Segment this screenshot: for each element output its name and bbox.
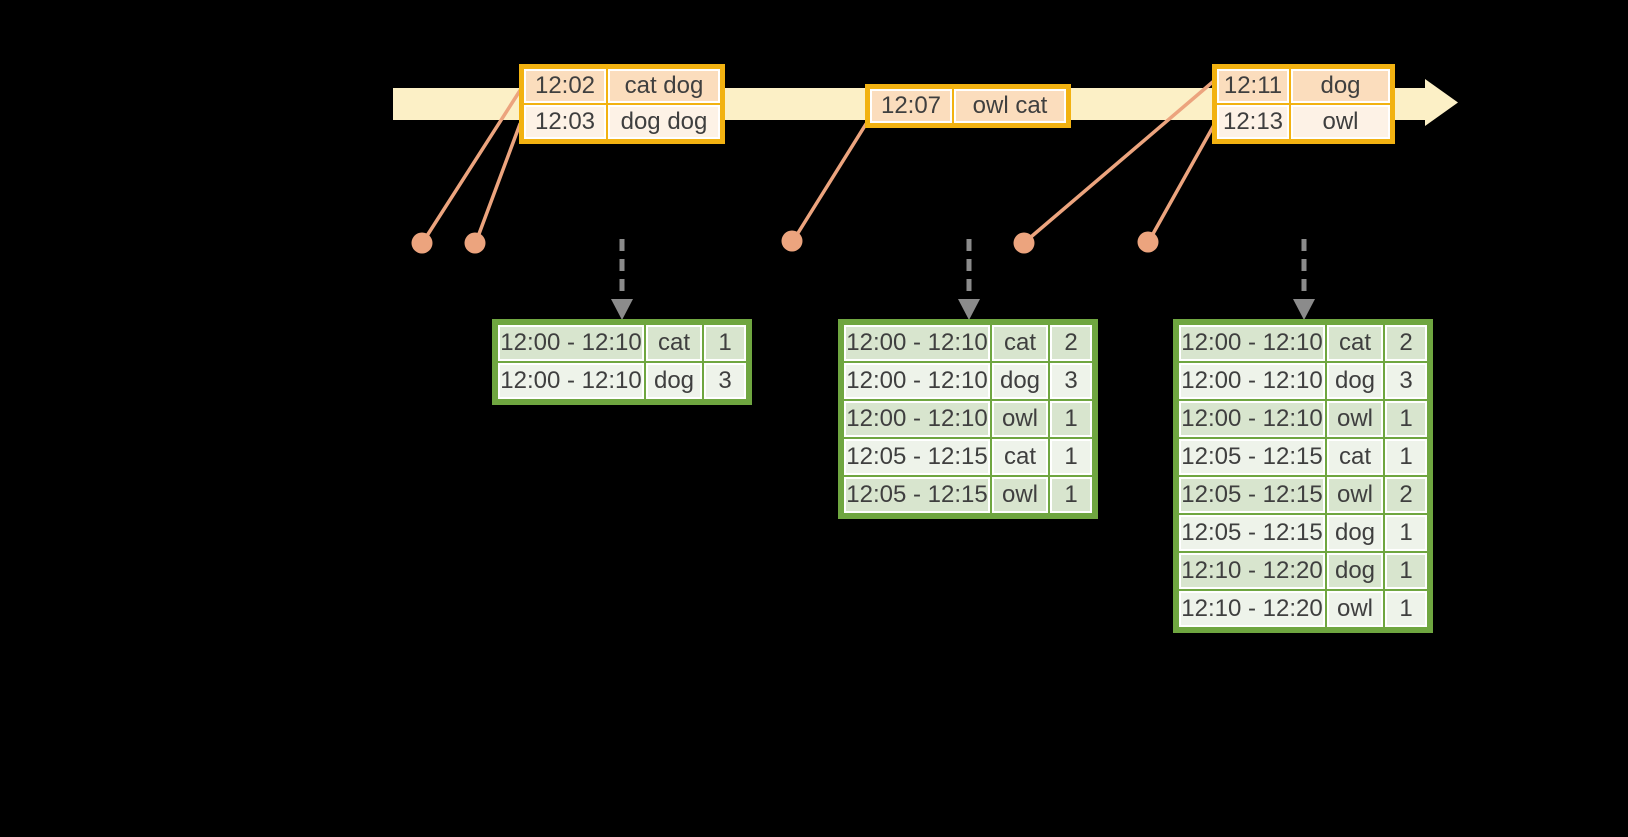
result-count-cell: 3 xyxy=(1385,363,1427,399)
result-window-cell: 12:10 - 12:20 xyxy=(1179,553,1325,589)
event-dot-icon-4 xyxy=(1013,232,1035,254)
event-words-cell: dog dog xyxy=(608,105,720,139)
result-window-cell: 12:00 - 12:10 xyxy=(1179,401,1325,437)
result-window-cell: 12:05 - 12:15 xyxy=(1179,477,1325,513)
result-word-cell: cat xyxy=(992,325,1048,361)
result-count-cell: 1 xyxy=(1050,439,1092,475)
event-dot-icon-1 xyxy=(411,232,433,254)
event-time-cell: 12:13 xyxy=(1217,105,1289,139)
event-connector-line-1 xyxy=(421,87,523,244)
result-word-cell: owl xyxy=(992,477,1048,513)
result-count-cell: 1 xyxy=(1385,591,1427,627)
event-connector-line-5 xyxy=(1147,123,1216,243)
result-word-cell: cat xyxy=(1327,325,1383,361)
event-connector-line-3 xyxy=(791,122,868,243)
result-word-cell: owl xyxy=(1327,591,1383,627)
result-word-cell: cat xyxy=(992,439,1048,475)
result-window-cell: 12:05 - 12:15 xyxy=(844,439,990,475)
result-count-cell: 2 xyxy=(1385,325,1427,361)
result-count-cell: 1 xyxy=(1385,439,1427,475)
event-time-cell: 12:07 xyxy=(870,89,952,123)
result-word-cell: dog xyxy=(1327,363,1383,399)
result-window-cell: 12:00 - 12:10 xyxy=(1179,325,1325,361)
result-count-cell: 1 xyxy=(1385,515,1427,551)
result-word-cell: cat xyxy=(1327,439,1383,475)
event-connector-line-4 xyxy=(1023,78,1217,244)
result-count-cell: 3 xyxy=(1050,363,1092,399)
event-dot-icon-3 xyxy=(781,230,803,252)
result-count-cell: 1 xyxy=(704,325,746,361)
result-count-cell: 1 xyxy=(1385,553,1427,589)
result-count-cell: 2 xyxy=(1050,325,1092,361)
event-dot-icon-5 xyxy=(1137,231,1159,253)
result-word-cell: owl xyxy=(1327,477,1383,513)
trigger-arrow-icon-1 xyxy=(611,239,633,320)
event-words-cell: owl xyxy=(1291,105,1390,139)
event-time-cell: 12:03 xyxy=(524,105,606,139)
result-window-cell: 12:10 - 12:20 xyxy=(1179,591,1325,627)
result-word-cell: dog xyxy=(646,363,702,399)
result-window-cell: 12:00 - 12:10 xyxy=(498,325,644,361)
result-window-cell: 12:00 - 12:10 xyxy=(498,363,644,399)
result-window-cell: 12:00 - 12:10 xyxy=(1179,363,1325,399)
event-time-cell: 12:02 xyxy=(524,69,606,103)
result-window-cell: 12:00 - 12:10 xyxy=(844,363,990,399)
result-window-cell: 12:05 - 12:15 xyxy=(1179,515,1325,551)
result-window-cell: 12:00 - 12:10 xyxy=(844,325,990,361)
trigger-arrow-icon-2 xyxy=(958,239,980,320)
result-window-cell: 12:05 - 12:15 xyxy=(844,477,990,513)
result-count-cell: 1 xyxy=(1050,477,1092,513)
event-connector-line-2 xyxy=(474,122,522,244)
event-time-cell: 12:11 xyxy=(1217,69,1289,103)
result-word-cell: dog xyxy=(992,363,1048,399)
result-count-cell: 1 xyxy=(1050,401,1092,437)
result-count-cell: 1 xyxy=(1385,401,1427,437)
event-words-cell: cat dog xyxy=(608,69,720,103)
result-word-cell: cat xyxy=(646,325,702,361)
result-word-cell: dog xyxy=(1327,553,1383,589)
result-count-cell: 3 xyxy=(704,363,746,399)
result-word-cell: owl xyxy=(1327,401,1383,437)
event-words-cell: owl cat xyxy=(954,89,1066,123)
timeline-arrowhead-icon xyxy=(1425,79,1458,126)
result-count-cell: 2 xyxy=(1385,477,1427,513)
event-words-cell: dog xyxy=(1291,69,1390,103)
result-word-cell: dog xyxy=(1327,515,1383,551)
result-word-cell: owl xyxy=(992,401,1048,437)
trigger-arrow-icon-3 xyxy=(1293,239,1315,320)
result-window-cell: 12:05 - 12:15 xyxy=(1179,439,1325,475)
event-dot-icon-2 xyxy=(464,232,486,254)
result-window-cell: 12:00 - 12:10 xyxy=(844,401,990,437)
